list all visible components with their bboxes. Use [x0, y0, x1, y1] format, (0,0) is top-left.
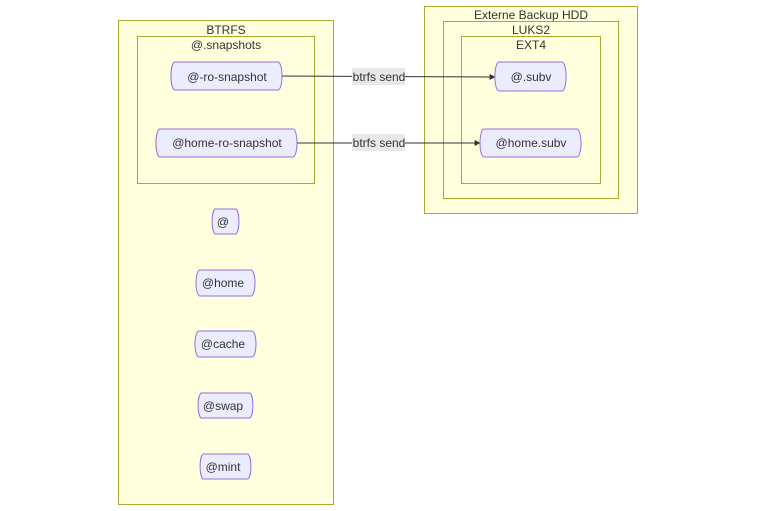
snapshots-cluster-label: @.snapshots: [191, 38, 261, 52]
node-ro-snapshot-label: @-ro-snapshot: [187, 70, 267, 84]
edge-label-send-2: btrfs send: [353, 136, 406, 150]
node-subv-label: @.subv: [511, 70, 552, 84]
edge-ro-snapshot-to-subv: btrfs send: [277, 68, 496, 85]
node-home-label: @home: [202, 276, 245, 290]
node-swap-label: @swap: [203, 399, 244, 413]
btrfs-cluster-label: BTRFS: [206, 23, 245, 37]
node-home-subv-label: @home.subv: [496, 136, 567, 150]
snapshots-cluster: @.snapshots: [137, 36, 315, 184]
node-home[interactable]: @home: [195, 269, 256, 297]
ext4-cluster-label: EXT4: [516, 38, 546, 52]
node-cache[interactable]: @cache: [194, 330, 257, 358]
node-mint-label: @mint: [206, 460, 242, 474]
luks-cluster-label: LUKS2: [512, 23, 550, 37]
node-home-ro-snapshot-label: @home-ro-snapshot: [172, 136, 282, 150]
node-root[interactable]: @: [211, 208, 240, 235]
node-home-ro-snapshot[interactable]: @home-ro-snapshot: [155, 128, 298, 158]
node-mint[interactable]: @mint: [199, 453, 252, 480]
edge-home-ro-snapshot-to-home-subv: btrfs send: [293, 134, 481, 151]
node-subv[interactable]: @.subv: [494, 61, 567, 92]
backup-cluster-label: Externe Backup HDD: [474, 8, 588, 22]
edge-label-send-1: btrfs send: [353, 70, 406, 84]
node-ro-snapshot[interactable]: @-ro-snapshot: [170, 61, 283, 91]
node-swap[interactable]: @swap: [197, 392, 254, 419]
node-root-label: @: [217, 215, 229, 229]
node-cache-label: @cache: [201, 337, 246, 351]
node-home-subv[interactable]: @home.subv: [479, 128, 582, 158]
ext4-cluster: EXT4: [461, 36, 601, 184]
